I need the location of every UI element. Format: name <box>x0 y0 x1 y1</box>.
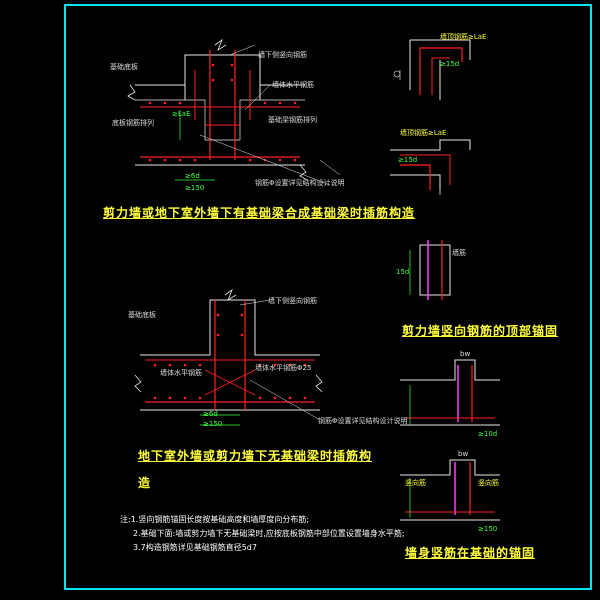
fig4-label-d1: ≥10d <box>478 430 498 438</box>
fig2-label-b1: ≥6d <box>203 410 218 418</box>
fig3-title: 剪力墙竖向钢筋的顶部锚固 <box>402 324 559 338</box>
fig3-label-f: 墙筋 <box>452 249 466 257</box>
fig1-label-b1: ≥6d <box>185 172 200 180</box>
fig1-label-base: 基础底板 <box>110 63 138 71</box>
fig3-drawing <box>390 39 471 300</box>
drawing-frame <box>64 4 592 590</box>
fig1-title: 剪力墙或地下室外墙下有基础梁合成基础梁时插筋构造 <box>103 206 416 220</box>
fig4-label-d2: ≥150 <box>478 525 498 533</box>
fig4-label-g2: 竖向筋 <box>478 479 499 487</box>
fig1-label-b3: 钢筋Φ设置详见结构设计说明 <box>255 179 345 187</box>
fig4-drawing <box>400 359 500 521</box>
fig1-drawing <box>127 38 341 186</box>
fig4-label-g1: 竖向筋 <box>405 479 426 487</box>
fig3-label-d: ≥15d <box>398 156 418 164</box>
fig2-label-b3: 钢筋Φ设置详见结构设计说明 <box>318 417 408 425</box>
fig4-title: 墙身竖筋在基础的锚固 <box>405 546 536 560</box>
fig1-label-top: 墙下侧竖向钢筋 <box>258 51 307 59</box>
note-3: 3.7构造钢筋详见基础钢筋直径5d7 <box>133 543 257 552</box>
fig3-label-c: 墙顶钢筋≥LaE <box>400 129 447 137</box>
fig1-label-hz: 墙体水平钢筋 <box>272 81 314 89</box>
fig2-label-base: 基础底板 <box>128 311 156 319</box>
fig2-label-b2: ≥150 <box>203 420 223 428</box>
fig3-label-b: ≥15d <box>440 60 460 68</box>
fig2-drawing <box>134 288 323 426</box>
note-2: 2.基础下面:墙或剪力墙下无基础梁时,应按底板钢筋中部位置设置墙身水平筋; <box>133 529 405 538</box>
note-1: 注:1.竖向钢筋锚固长度按基础高度和墙厚度向分布筋; <box>120 515 310 524</box>
fig4-label-bw: bw <box>460 350 471 358</box>
fig1-label-lae: ≥LaE <box>172 110 191 118</box>
fig1-label-ring: 底板钢筋排列 <box>112 119 154 127</box>
fig2-label-hz: 墙体水平钢筋 <box>160 369 202 377</box>
fig2-title-line1: 地下室外墙或剪力墙下无基础梁时插筋构 <box>138 449 373 463</box>
fig2-label-top: 墙下侧竖向钢筋 <box>268 297 317 305</box>
fig3-label-e: 15d <box>396 268 410 276</box>
fig2-label-inner: 墙体水平钢筋Φ25 <box>255 364 312 372</box>
fig1-label-hint: 基础梁钢筋排列 <box>268 116 317 124</box>
fig4-label-bw2: bw <box>458 450 469 458</box>
fig3-label-a: 墙顶钢筋≥LaE <box>440 33 487 41</box>
fig2-title-line2: 造 <box>138 476 152 490</box>
fig1-label-b2: ≥150 <box>185 184 205 192</box>
